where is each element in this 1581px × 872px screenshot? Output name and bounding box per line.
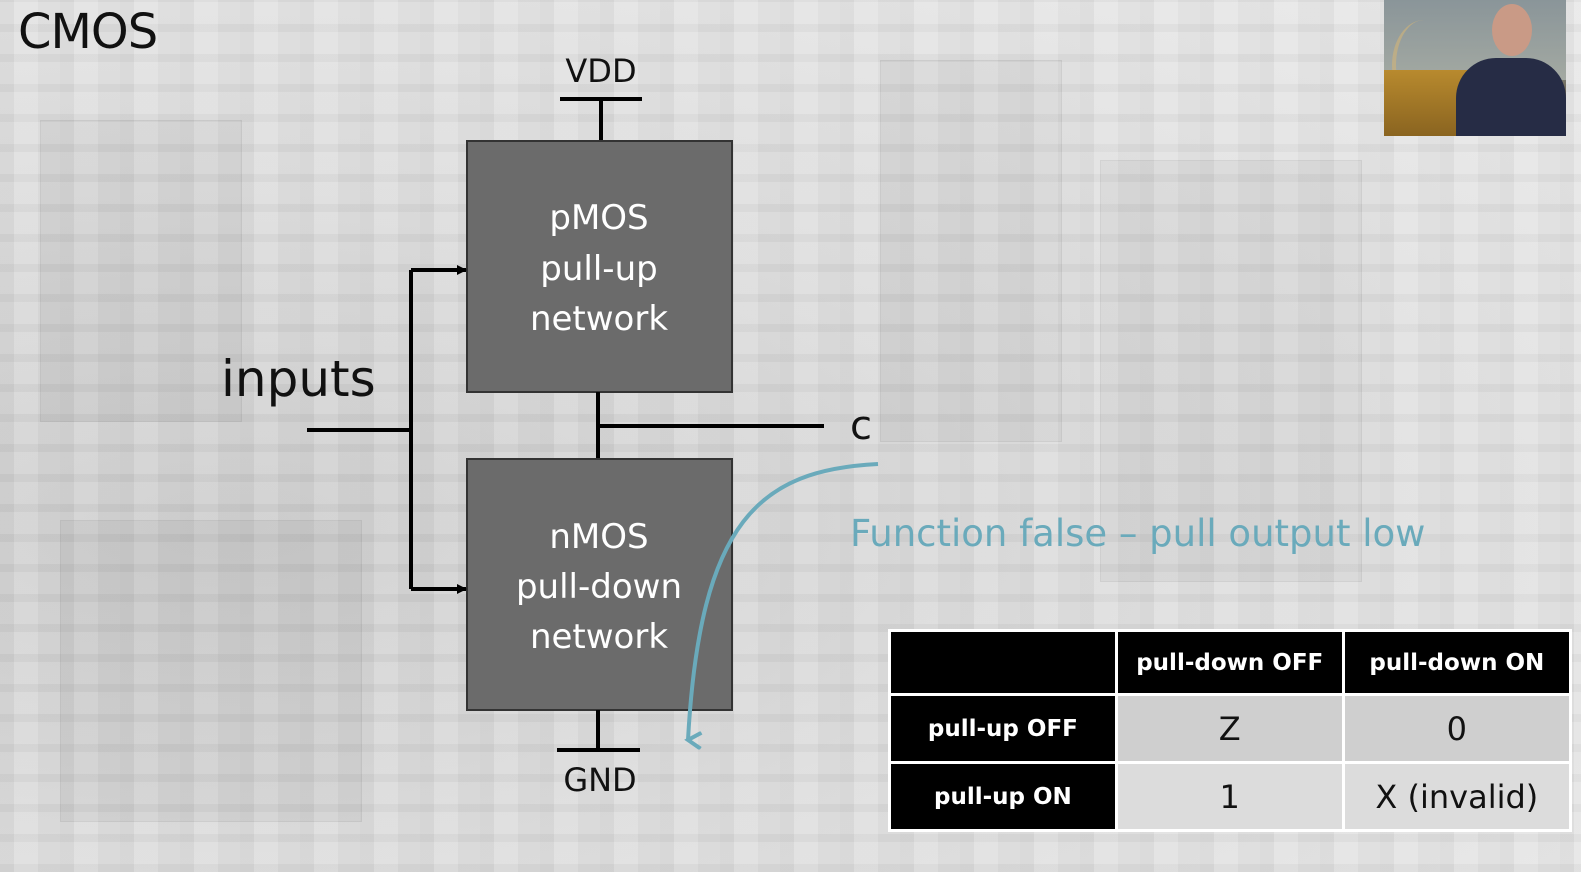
function-caption: Function false – pull output low	[850, 512, 1426, 555]
pullup-block-line-3: network	[530, 299, 668, 339]
pulldown-network-block	[466, 458, 733, 711]
background-panel	[1100, 160, 1362, 582]
table-corner-cell	[888, 629, 1118, 696]
pullup-block-line-1: pMOS	[549, 198, 648, 238]
background-panel	[60, 520, 362, 822]
pulldown-block-line-3: network	[530, 617, 668, 657]
cell-pullup-on-pulldown-off: 1	[1114, 761, 1345, 832]
table-header-row: pull-down OFF pull-down ON	[888, 629, 1573, 696]
presenter-head	[1492, 4, 1532, 56]
gnd-label: GND	[563, 761, 636, 799]
pulldown-block-line-2: pull-down	[516, 567, 682, 607]
table-row: pull-up ON 1 X (invalid)	[888, 761, 1573, 832]
column-header-pulldown-off: pull-down OFF	[1114, 629, 1345, 696]
row-header-pullup-off: pull-up OFF	[888, 693, 1118, 764]
cell-pullup-on-pulldown-on: X (invalid)	[1341, 761, 1573, 832]
table-row: pull-up OFF Z 0	[888, 693, 1573, 764]
cell-pullup-off-pulldown-on: 0	[1341, 693, 1573, 764]
pullup-block-line-2: pull-up	[540, 249, 657, 289]
row-header-pullup-on: pull-up ON	[888, 761, 1118, 832]
background-panel	[40, 120, 242, 422]
column-header-pulldown-on: pull-down ON	[1341, 629, 1573, 696]
pulldown-block-line-1: nMOS	[549, 517, 648, 557]
current-flow-arrow	[688, 462, 879, 740]
pullup-network-block	[466, 140, 733, 393]
slide-title: CMOS	[18, 4, 158, 60]
output-label: c	[850, 403, 872, 449]
webcam-rainbow	[1392, 20, 1456, 110]
inputs-label: inputs	[221, 350, 376, 408]
truth-table: pull-down OFF pull-down ON pull-up OFF Z…	[888, 629, 1573, 832]
background-panel	[880, 60, 1062, 442]
presenter-body	[1456, 58, 1566, 136]
presenter-webcam-video	[1384, 0, 1566, 136]
vdd-label: VDD	[565, 52, 636, 90]
cell-pullup-off-pulldown-off: Z	[1114, 693, 1345, 764]
